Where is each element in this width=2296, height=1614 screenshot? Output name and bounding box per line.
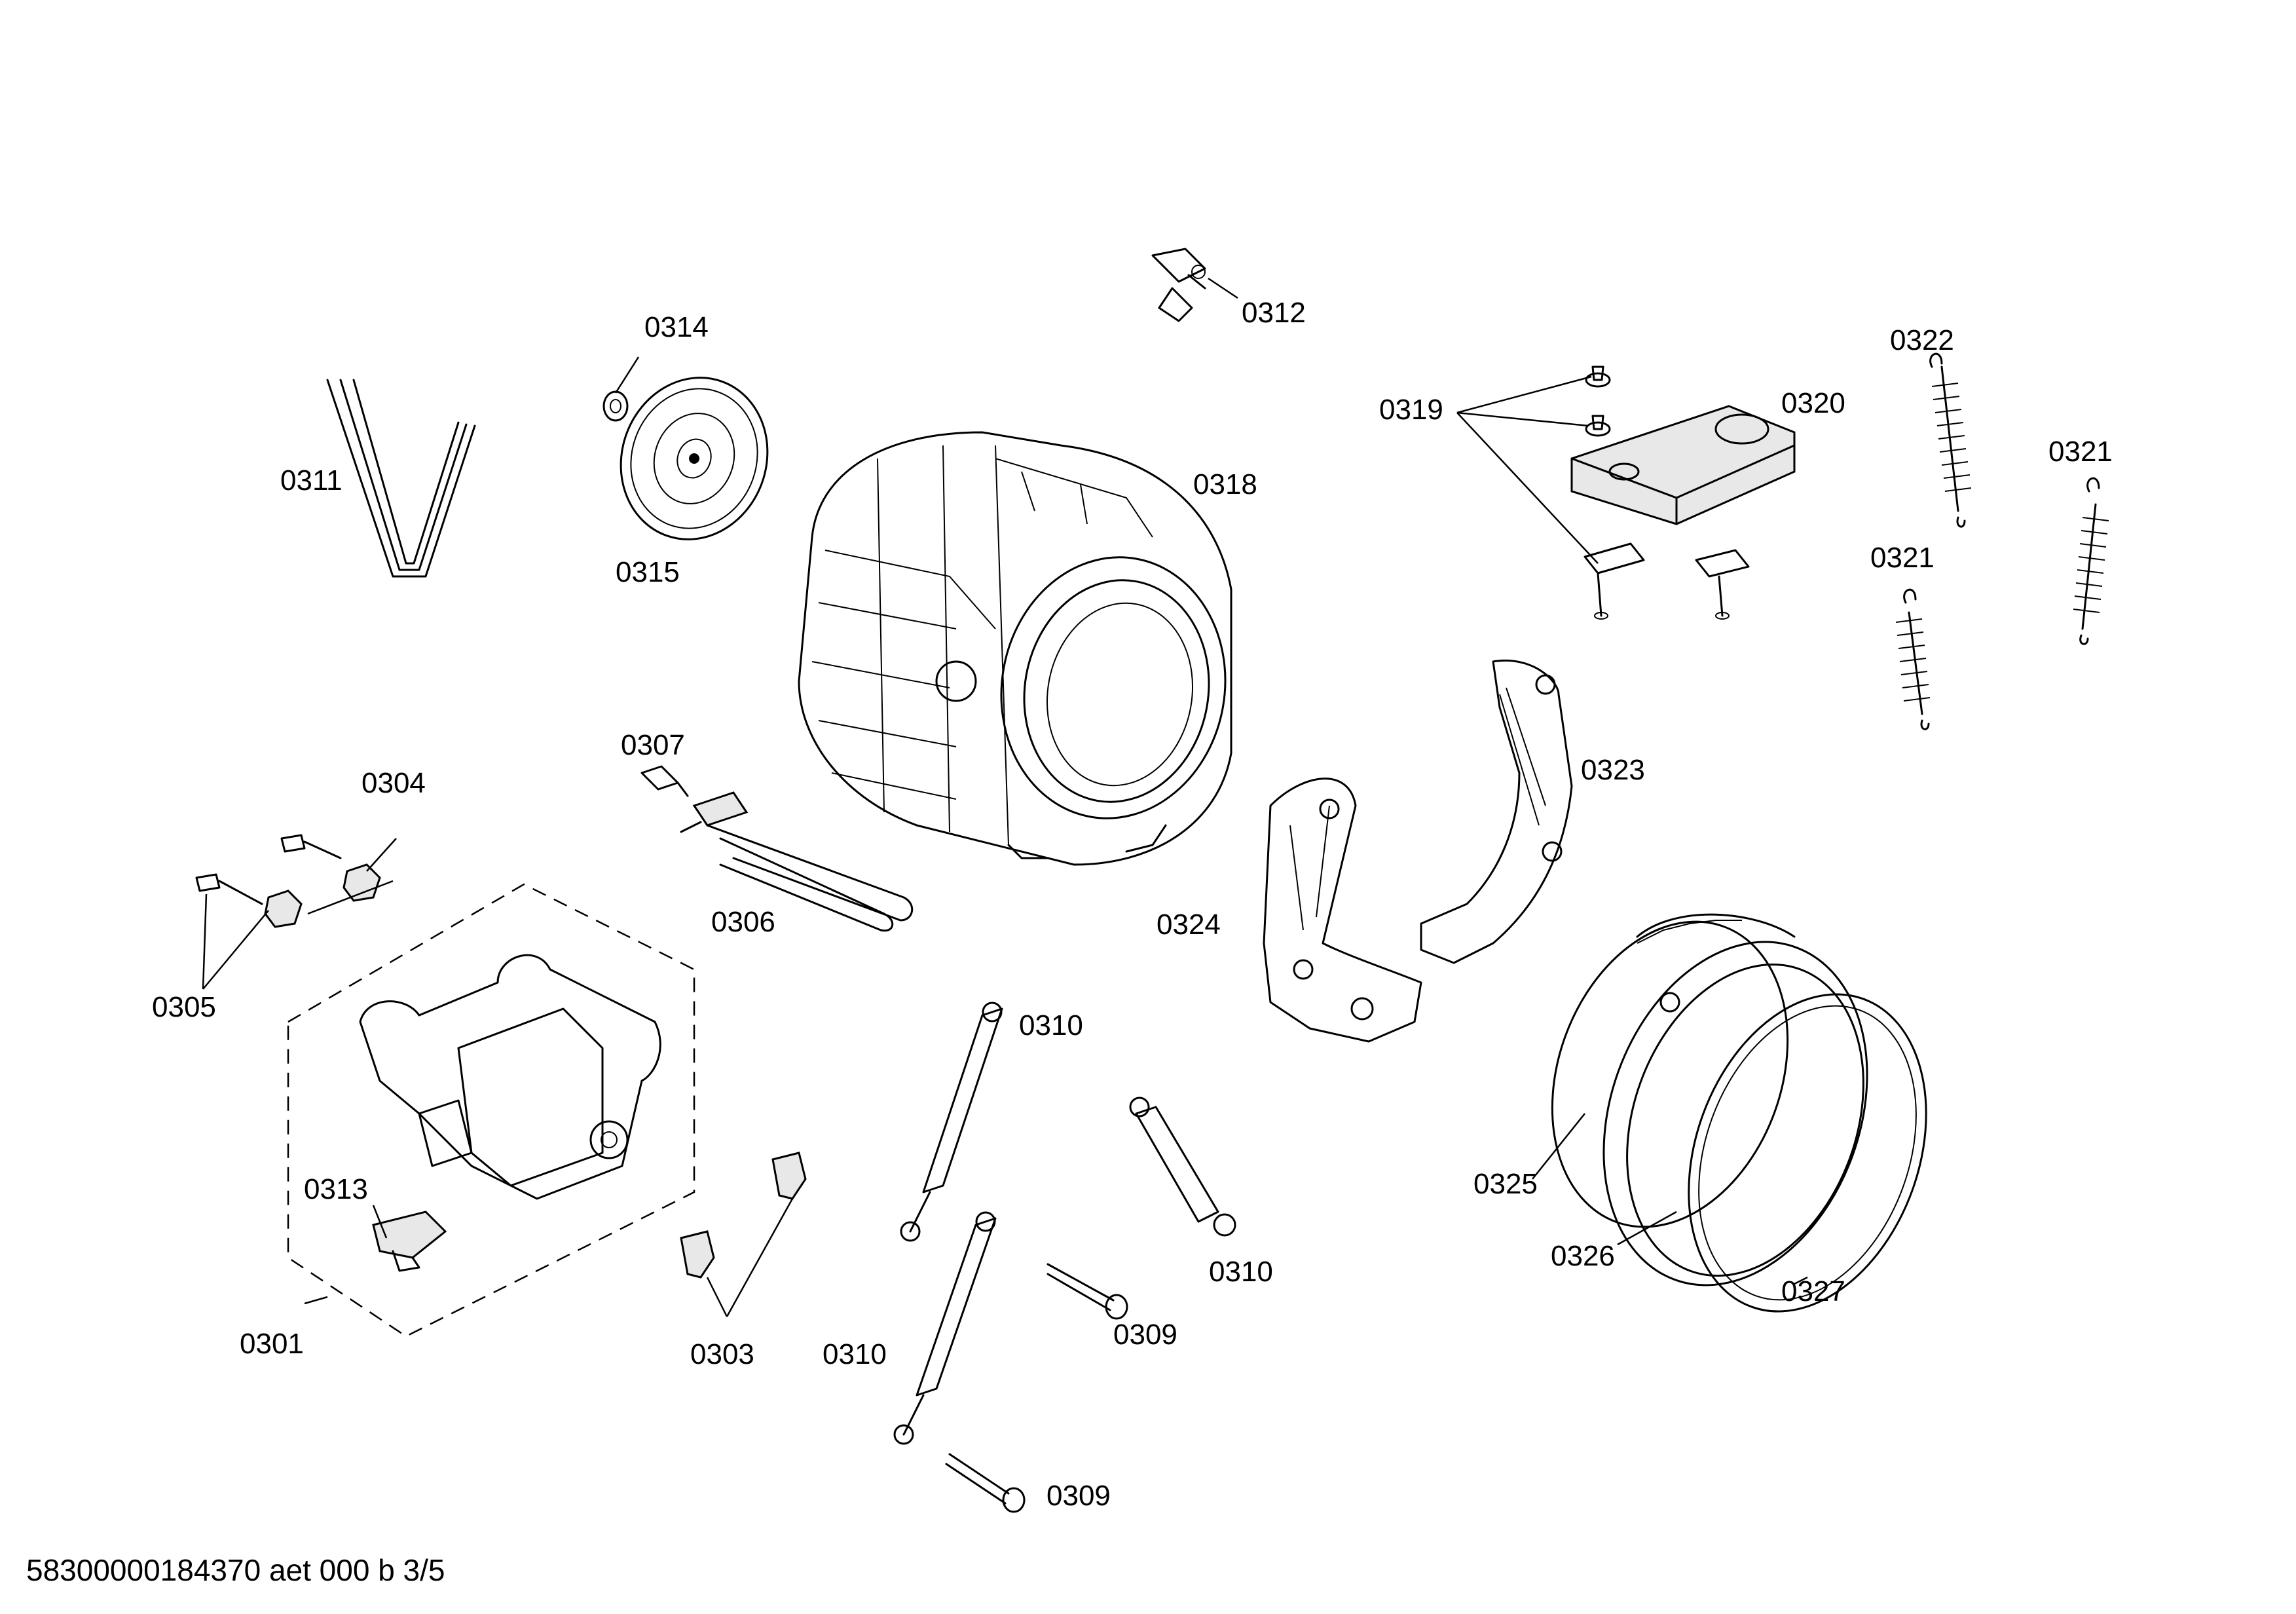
- label-0326: 0326: [1551, 1240, 1615, 1272]
- label-0307: 0307: [621, 729, 685, 761]
- label-0301: 0301: [240, 1328, 304, 1360]
- bracket-right-icon: [1420, 660, 1573, 964]
- leader-lines: [202, 277, 1808, 1317]
- label-0310-bottom: 0310: [823, 1338, 887, 1370]
- foot-icon: [680, 1152, 807, 1279]
- belt-icon: [326, 379, 476, 578]
- drum-tub-icon: [798, 431, 1232, 866]
- document-reference: 58300000184370 aet 000 b 3/5: [26, 1553, 445, 1587]
- label-0321-bottom: 0321: [1870, 542, 1935, 574]
- label-0305: 0305: [152, 991, 216, 1023]
- long-bolt-icon: [945, 1263, 1128, 1513]
- heater-icon: [640, 765, 914, 932]
- bracket-left-icon: [1263, 778, 1422, 1043]
- pulley-icon: [602, 377, 769, 540]
- label-0318: 0318: [1193, 468, 1257, 500]
- screw-washer-icon: [1583, 366, 1750, 620]
- label-0311: 0311: [280, 464, 343, 497]
- bracket-icon: [1151, 248, 1206, 322]
- label-0306: 0306: [711, 906, 775, 938]
- label-0325: 0325: [1473, 1168, 1538, 1200]
- label-0313: 0313: [304, 1173, 368, 1205]
- label-0327: 0327: [1781, 1275, 1845, 1307]
- spring-icon: [1895, 352, 2109, 730]
- label-0303: 0303: [690, 1338, 754, 1370]
- label-0321-top: 0321: [2048, 436, 2113, 468]
- label-0323: 0323: [1581, 754, 1645, 786]
- label-0304: 0304: [361, 767, 426, 799]
- weight-block-icon: [1570, 405, 1796, 525]
- label-0314: 0314: [644, 311, 709, 343]
- label-0315: 0315: [616, 556, 680, 588]
- motor-icon: [287, 883, 695, 1338]
- bellows-seal-icon: [1551, 913, 1927, 1313]
- label-0312: 0312: [1242, 297, 1306, 329]
- label-0309-top: 0309: [1113, 1319, 1177, 1351]
- shock-absorber-icon: [893, 1002, 1236, 1445]
- label-0310-right: 0310: [1209, 1256, 1273, 1288]
- label-0319: 0319: [1379, 394, 1443, 426]
- clip-icon: [372, 1210, 447, 1272]
- label-0310-top: 0310: [1019, 1009, 1083, 1042]
- label-0320: 0320: [1781, 387, 1845, 419]
- label-0322: 0322: [1890, 324, 1954, 356]
- label-0324: 0324: [1157, 909, 1221, 941]
- label-0309-bottom: 0309: [1046, 1480, 1111, 1512]
- bolt-nut-icon: [195, 834, 381, 928]
